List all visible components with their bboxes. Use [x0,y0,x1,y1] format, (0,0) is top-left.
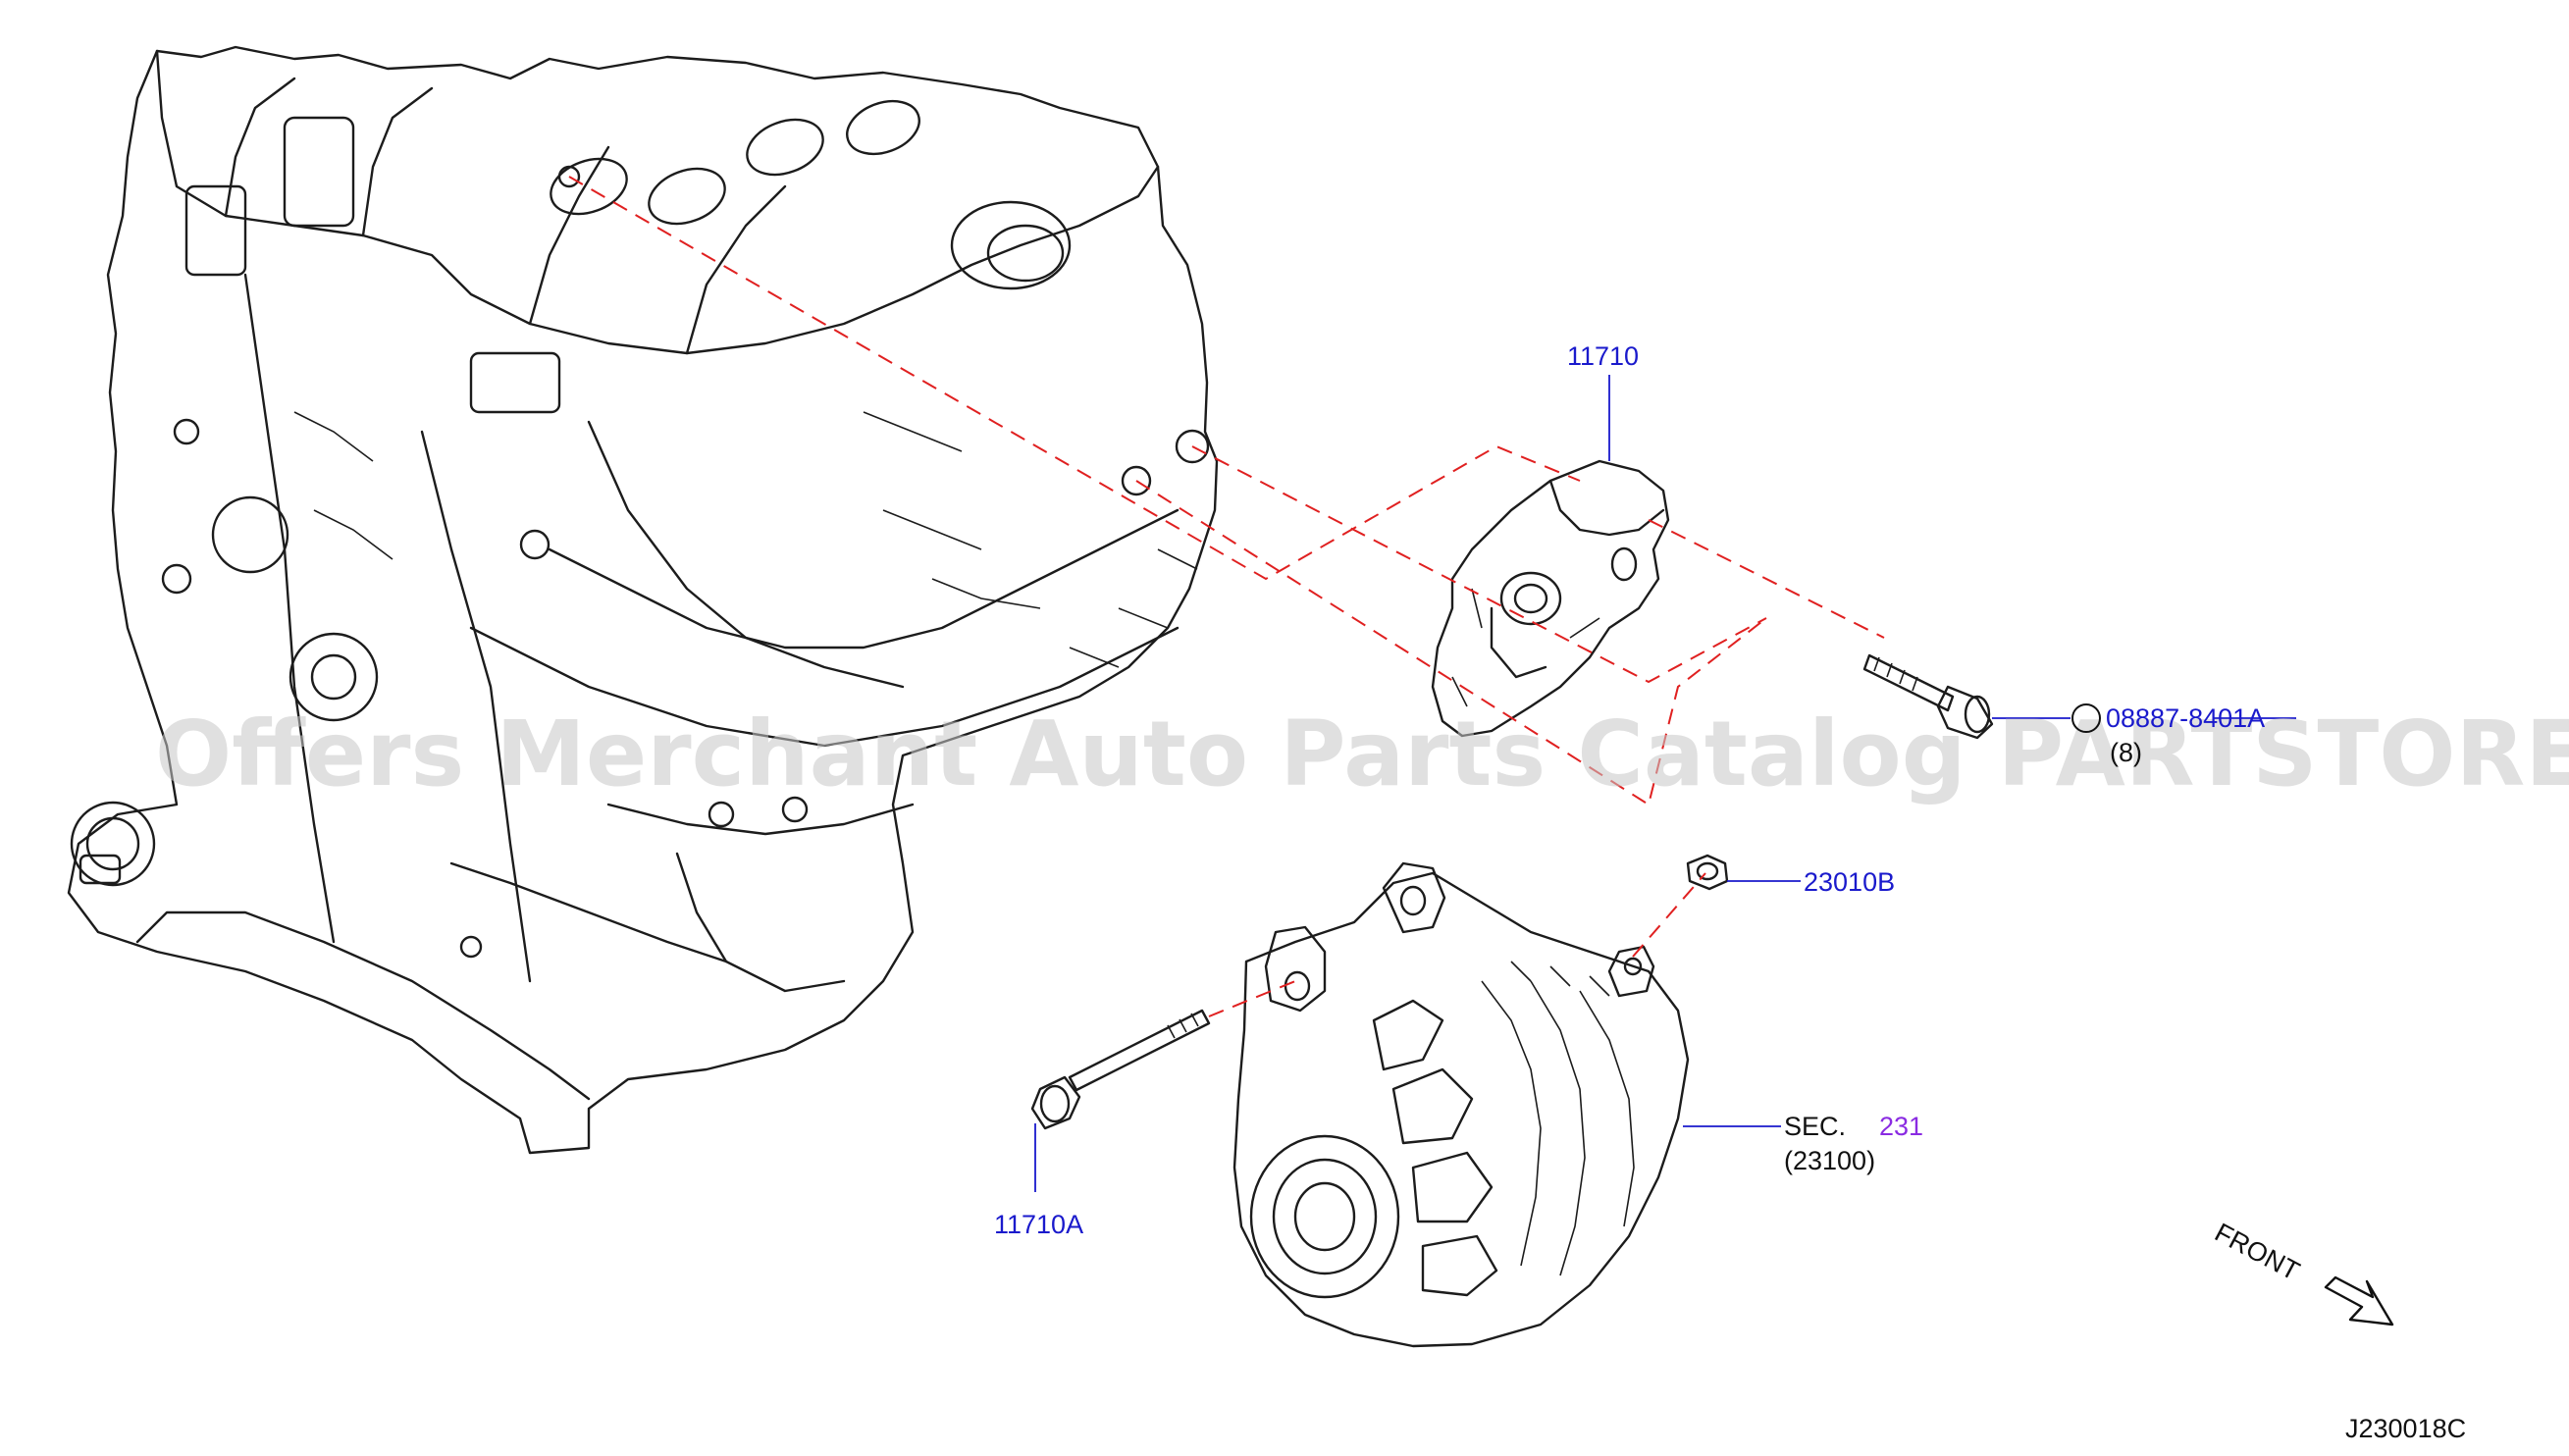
callout-sec-prefix: SEC. [1784,1112,1846,1141]
diagram-code: J230018C [2345,1414,2466,1443]
bolt-marker-icon [2071,703,2101,733]
callout-sec-231[interactable]: 231 [1879,1112,1923,1141]
callout-alternator[interactable]: SEC. 231 (23100) [1784,1112,1923,1175]
watermark-text: Offers Merchant Auto Parts Catalog PARTS… [155,702,2569,806]
callout-23100[interactable]: (23100) [1784,1146,1875,1175]
callout-11710[interactable]: 11710 [1567,341,1639,371]
assembly-guide-lines [568,176,1885,1017]
front-label: FRONT [2210,1218,2304,1286]
callout-bolt-ref-number[interactable]: 08887-8401A [2106,703,2265,733]
front-arrow-icon [2324,1275,2394,1326]
alternator-bracket-illustration [1431,459,1670,738]
front-indicator: FRONT [2210,1218,2394,1326]
long-bolt-illustration [1030,1009,1211,1130]
callout-23010b[interactable]: 23010B [1804,867,1895,897]
callout-leaders [1034,375,2296,1192]
callout-bolt-ref[interactable]: 08887-8401A (8) [2071,703,2265,767]
callout-11710a[interactable]: 11710A [994,1210,1083,1239]
engine-block-illustration [67,45,1219,1155]
alternator-illustration [1232,861,1690,1348]
nut-illustration [1686,854,1729,891]
callout-bolt-qty: (8) [2110,738,2142,767]
bracket-bolt-illustration [1862,653,1994,740]
